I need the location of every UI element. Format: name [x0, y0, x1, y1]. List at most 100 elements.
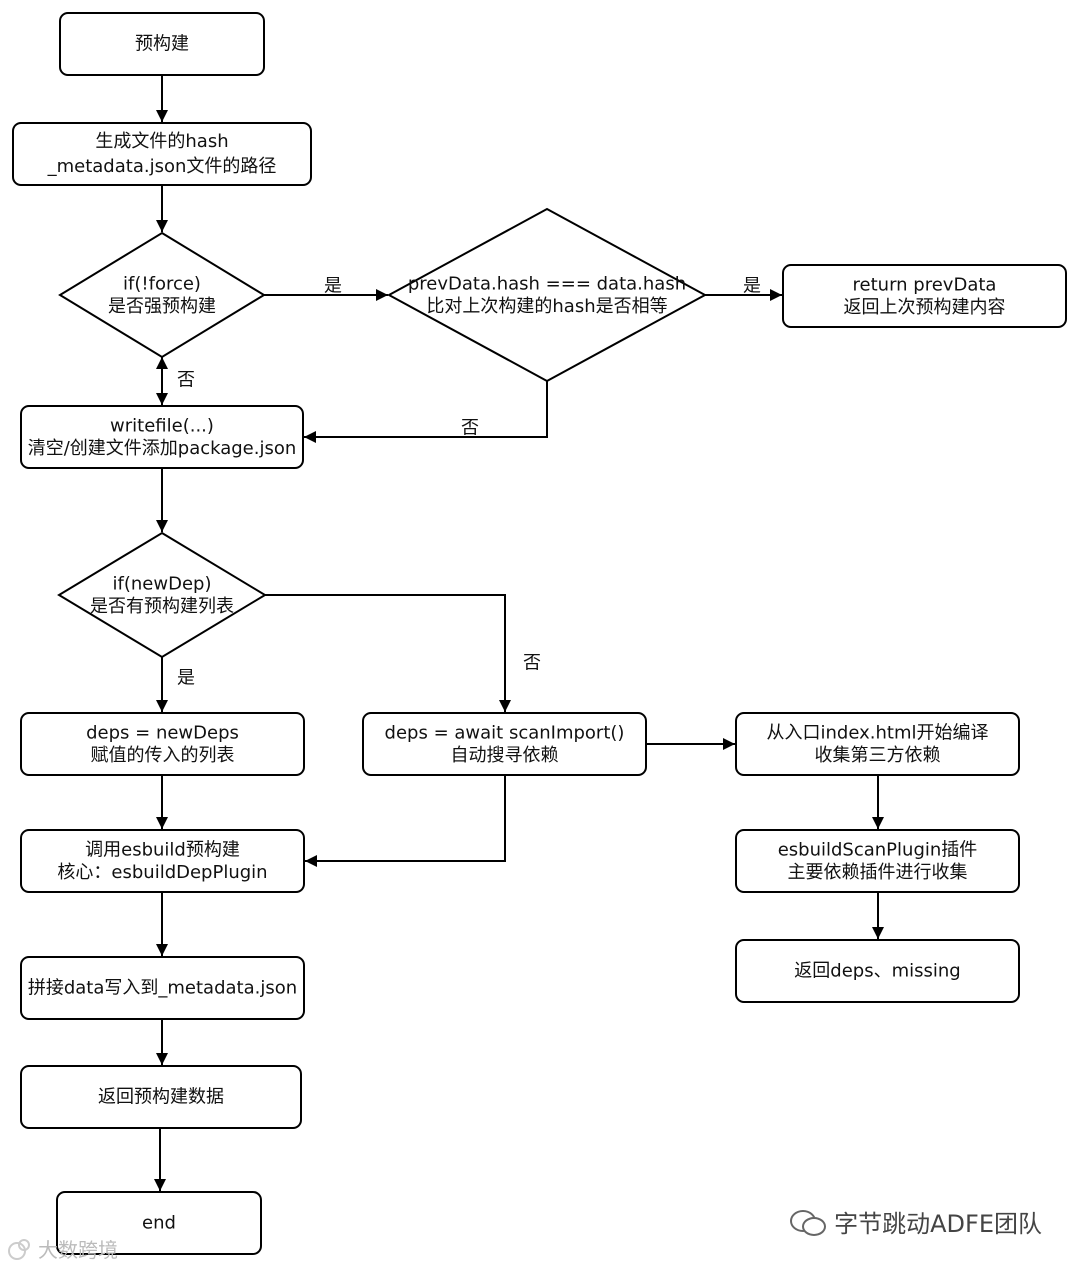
node-shape	[735, 939, 1020, 1003]
e-writemeta-returndata-arrow	[156, 1019, 168, 1065]
watermark-left-text: 大数跨境	[38, 1238, 118, 1262]
node-label: if(newDep)	[113, 573, 212, 594]
e-scan-esbuild-line	[305, 775, 506, 862]
node-label: 返回deps、missing	[794, 961, 960, 982]
edge-label-prevhash-no: 否	[461, 418, 479, 439]
e-depsnew-esbuild-arrowhead	[156, 817, 168, 829]
scan-box: deps = await scanImport()自动搜寻依赖	[362, 712, 647, 776]
node-shape	[735, 712, 1020, 776]
node-label: 返回上次预构建内容	[844, 297, 1006, 318]
e-entry-scanplugin-arrow	[872, 775, 884, 829]
e-prevhash-return-arrow	[705, 289, 782, 301]
e-returndata-end-arrow	[154, 1128, 166, 1191]
e-newdep-depsnew-arrowhead	[156, 700, 168, 712]
node-shape	[20, 829, 305, 893]
e-prebuild-hash-arrow	[156, 75, 168, 122]
node-label: 自动搜寻依赖	[451, 745, 559, 766]
node-label: 拼接data写入到_metadata.json	[28, 978, 297, 999]
node-shape	[59, 12, 265, 76]
e-esbuild-writemeta-arrowhead	[156, 944, 168, 956]
writefile-box: writefile(...)清空/创建文件添加package.json	[20, 405, 304, 469]
watermark-right-text: 字节跳动ADFE团队	[834, 1210, 1042, 1238]
e-force-prevhash-arrowhead	[376, 289, 388, 301]
node-shape	[20, 405, 304, 469]
e-newdep-scan-line	[265, 594, 506, 712]
write-meta-box: 拼接data写入到_metadata.json	[20, 956, 305, 1020]
node-shape	[735, 829, 1020, 893]
e-prevhash-writefile-arrow	[304, 381, 548, 443]
node-label: 赋值的传入的列表	[91, 745, 235, 766]
e-newdep-scan-arrowhead	[499, 700, 511, 712]
node-label: return prevData	[853, 274, 997, 295]
node-label: 返回预构建数据	[98, 1087, 224, 1108]
e-prevhash-writefile-arrowhead	[304, 431, 316, 443]
node-label: esbuildScanPlugin插件	[778, 839, 978, 860]
e-force-writefile-arrow	[156, 357, 168, 405]
node-shape	[12, 122, 312, 186]
edge-label-prevhash-yes: 是	[743, 276, 761, 297]
node-label: prevData.hash === data.hash	[408, 273, 686, 294]
weibo-watermark: 大数跨境	[6, 1234, 118, 1263]
wechat-watermark: 字节跳动ADFE团队	[788, 1204, 1042, 1239]
node-label: _metadata.json文件的路径	[47, 156, 277, 177]
decision-shape	[58, 231, 266, 359]
node-shape	[782, 264, 1067, 328]
e-scan-entry-arrowhead	[723, 738, 735, 750]
node-label: 是否有预构建列表	[90, 596, 234, 617]
end-box: end	[56, 1191, 262, 1255]
e-writefile-newdep-arrowhead	[156, 520, 168, 532]
e-newdep-scan-arrow	[265, 594, 511, 712]
node-label: 生成文件的hash	[95, 131, 228, 152]
node-label: 预构建	[135, 34, 189, 55]
node-label: if(!force)	[123, 273, 201, 294]
e-force-writefile-arrowhead-start	[156, 357, 168, 369]
prevhash-decision: prevData.hash === data.hash比对上次构建的hash是否…	[386, 207, 708, 383]
node-label: 主要依赖插件进行收集	[788, 862, 968, 883]
force-decision: if(!force)是否强预构建	[58, 231, 266, 359]
e-prevhash-writefile-line	[304, 381, 548, 438]
e-scan-esbuild-arrowhead	[305, 855, 317, 867]
e-esbuild-writemeta-arrow	[156, 892, 168, 956]
e-scan-esbuild-arrow	[305, 775, 506, 867]
decision-shape	[57, 531, 267, 659]
node-label: 从入口index.html开始编译	[767, 722, 989, 743]
e-newdep-depsnew-arrow	[156, 657, 168, 712]
e-force-writefile-arrowhead	[156, 393, 168, 405]
e-scanplugin-returndeps-arrowhead	[872, 927, 884, 939]
weibo-icon	[6, 1238, 34, 1260]
e-scan-entry-arrow	[646, 738, 735, 750]
node-label: 核心：esbuildDepPlugin	[57, 862, 267, 883]
node-shape	[20, 956, 305, 1020]
e-returndata-end-arrowhead	[154, 1179, 166, 1191]
edge-label-force-no: 否	[177, 370, 195, 391]
edge-label-force-yes: 是	[324, 276, 342, 297]
decision-shape	[386, 207, 708, 383]
return-deps-box: 返回deps、missing	[735, 939, 1020, 1003]
node-shape	[362, 712, 647, 776]
node-label: 是否强预构建	[108, 296, 216, 317]
node-label: 收集第三方依赖	[815, 745, 941, 766]
node-label: 清空/创建文件添加package.json	[28, 438, 297, 459]
prebuild-box: 预构建	[59, 12, 265, 76]
node-shape	[20, 1065, 302, 1129]
e-writefile-newdep-arrow	[156, 468, 168, 532]
node-shape	[56, 1191, 262, 1255]
e-prevhash-return-arrowhead	[770, 289, 782, 301]
node-label: 调用esbuild预构建	[85, 839, 240, 860]
e-writemeta-returndata-arrowhead	[156, 1053, 168, 1065]
node-label: writefile(...)	[110, 415, 214, 436]
e-hash-force-arrow	[156, 185, 168, 232]
e-scanplugin-returndeps-arrow	[872, 892, 884, 939]
edge-label-newdep-yes: 是	[177, 668, 195, 689]
e-depsnew-esbuild-arrow	[156, 775, 168, 829]
edge-label-newdep-no: 否	[523, 653, 541, 674]
node-label: deps = newDeps	[86, 722, 239, 743]
node-label: 比对上次构建的hash是否相等	[426, 296, 667, 317]
wechat-icon	[788, 1208, 827, 1236]
